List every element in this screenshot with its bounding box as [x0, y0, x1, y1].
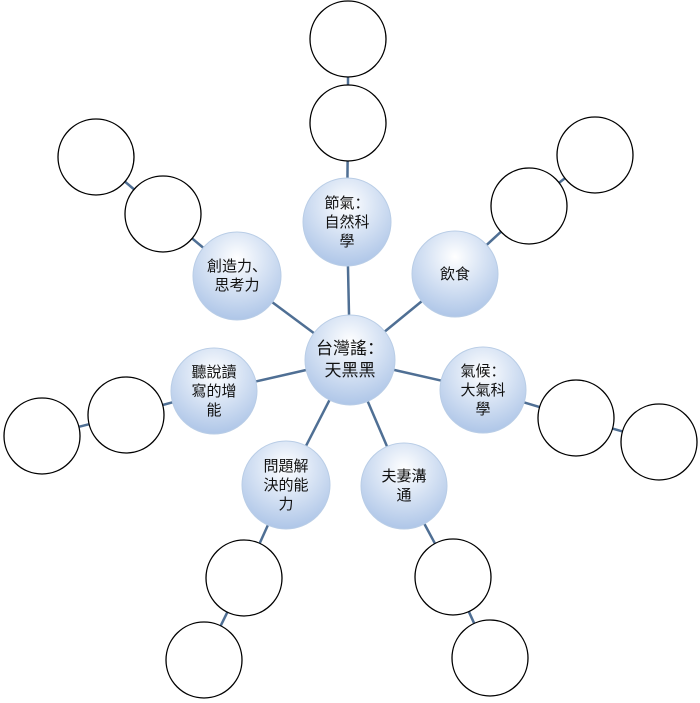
connector-center-marital-communication [366, 400, 389, 447]
center-bubble [304, 314, 396, 406]
empty-circle-solar-terms-1 [309, 84, 387, 162]
connector-creativity-thinking-child-1 [191, 237, 205, 249]
connector-food-child-1 [485, 230, 502, 246]
empty-circles [3, 0, 698, 699]
empty-circle-creativity-thinking-1 [124, 175, 202, 253]
connector-center-solar-terms [346, 265, 351, 316]
topic-bubble-climate [439, 346, 527, 434]
connector-climate-child-2 [612, 427, 623, 433]
empty-circle-food-1 [490, 167, 568, 245]
topic-bubble-problem-solving [241, 440, 331, 530]
connector-center-climate [393, 368, 442, 382]
connector-creativity-thinking-child-2 [124, 180, 135, 191]
connector-listening-speaking-reading-writing-child-2 [78, 423, 90, 428]
empty-circle-climate-1 [537, 379, 615, 457]
connector-center-creativity-thinking [271, 301, 315, 335]
connector-problem-solving-child-1 [258, 524, 270, 544]
empty-circle-listening-speaking-reading-writing-2 [3, 397, 81, 475]
connector-center-food [384, 300, 423, 333]
connector-center-listening-speaking-reading-writing [255, 368, 307, 383]
empty-circle-marital-communication-2 [451, 619, 529, 697]
connector-lines [78, 77, 623, 627]
connector-marital-communication-child-1 [423, 523, 437, 545]
connector-listening-speaking-reading-writing-child-1 [162, 401, 173, 407]
connector-center-problem-solving [304, 399, 331, 447]
topic-bubble-marital-communication [360, 442, 448, 530]
empty-circle-food-2 [556, 116, 634, 194]
empty-circle-problem-solving-1 [205, 539, 283, 617]
connector-food-child-2 [558, 177, 566, 184]
topic-bubbles [170, 177, 527, 530]
connector-problem-solving-child-2 [219, 611, 229, 627]
empty-circle-climate-2 [620, 403, 698, 481]
empty-circle-creativity-thinking-2 [57, 118, 135, 196]
empty-circle-listening-speaking-reading-writing-1 [87, 376, 165, 454]
empty-circle-marital-communication-1 [414, 538, 492, 616]
topic-bubble-solar-terms [302, 177, 392, 267]
topic-bubble-creativity-thinking [192, 231, 282, 321]
empty-circle-problem-solving-2 [165, 621, 243, 699]
connector-climate-child-1 [523, 401, 540, 409]
topic-bubble-food [411, 230, 499, 318]
topic-bubble-listening-speaking-reading-writing [170, 347, 258, 435]
connector-marital-communication-child-2 [467, 611, 476, 624]
empty-circle-solar-terms-2 [309, 0, 387, 78]
